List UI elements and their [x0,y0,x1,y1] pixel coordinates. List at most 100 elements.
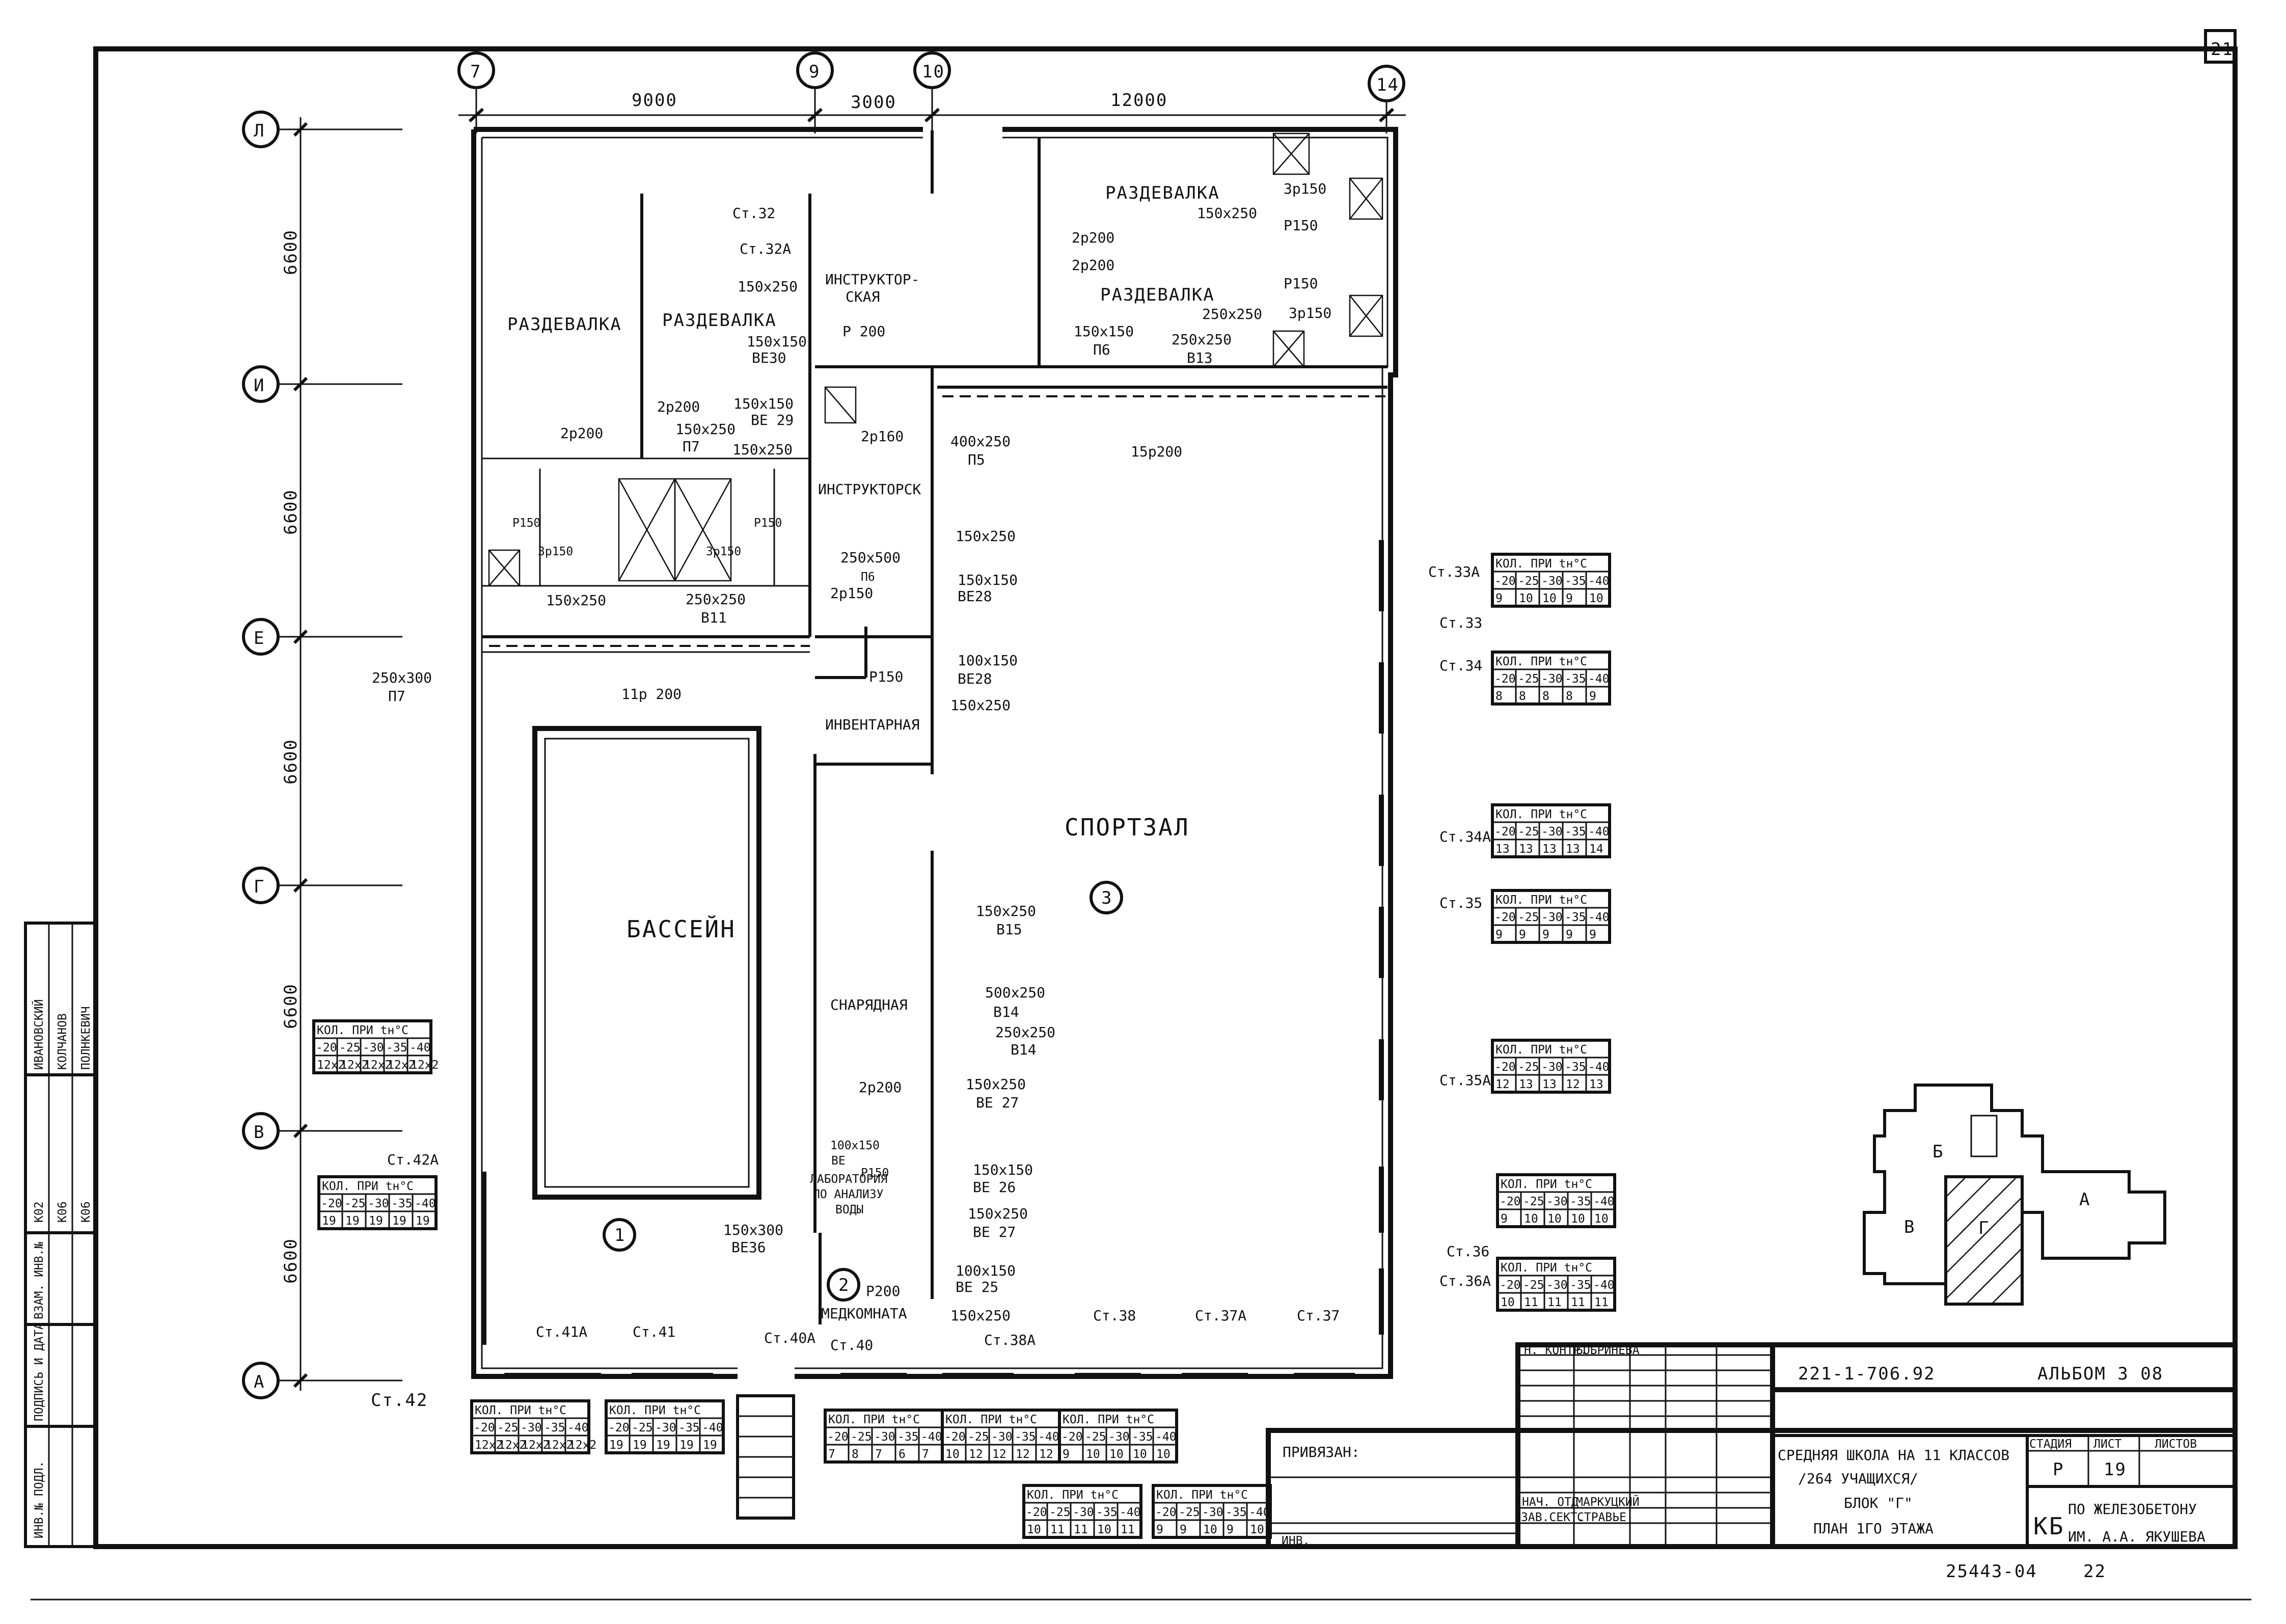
riser-st40: Ст.40 [830,1337,873,1354]
heat-table-temp: -20 [944,1430,966,1444]
heat-table-value: 12 [1495,1078,1510,1091]
riser-st33a: Ст.33А [1428,563,1480,580]
heat-table-temp: -35 [1096,1506,1118,1519]
heat-table-value: 12х2 [364,1059,392,1072]
heat-table-value: 12 [1016,1448,1030,1461]
vent-v12b: 3р150 [538,545,573,558]
room-inventory: ИНВЕНТАРНАЯ [825,716,919,733]
pool-basin [532,726,761,1200]
keyplan-A: А [2079,1189,2090,1210]
heat-table-temp: -25 [968,1430,989,1444]
dim-6600-5: 6600 [281,1238,301,1284]
room-medroom: МЕДКОМНАТА [821,1305,907,1322]
heat-table-temp: -25 [1085,1430,1106,1444]
heat-table-value: 12х2 [545,1439,573,1452]
heat-table-value: 13 [1519,843,1533,856]
heat-table-value: 12 [992,1448,1006,1461]
riser-st36: Ст.36 [1447,1243,1489,1260]
vent-v44: 100х150 [830,1139,880,1152]
heat-table-value: 10 [1203,1523,1217,1536]
vent-v8: 2р160 [861,428,904,445]
vent-v9b: П5 [968,451,985,468]
page-number: 21 [2211,39,2234,60]
riser-st40a: Ст.40А [764,1330,815,1346]
heat-table-value: 10 [1542,592,1557,605]
key-plan: Б А В Г [1863,1084,2166,1306]
vent-st32: Ст.32 [732,205,775,222]
heat-table-value: 19 [392,1214,406,1228]
stamp-r3-name: СТРАВЬЕ [1577,1511,1626,1524]
heat-table-value: 11 [1594,1296,1609,1309]
heat-table-value: 9 [1495,592,1503,605]
heat-table-temp: -25 [851,1430,872,1444]
dim-6600-4: 6600 [281,983,301,1029]
heat-table-temp: -40 [1588,825,1610,838]
heat-table-temp: -40 [1588,575,1610,588]
heat-table-temp: -35 [1132,1430,1153,1444]
vent-v49: Р200 [866,1283,900,1300]
building-walls [471,127,1398,1520]
heat-table-header: КОЛ. ПРИ tн°С [945,1413,1037,1426]
heat-table-value: 7 [828,1448,835,1461]
heat-table-header: КОЛ. ПРИ tн°С [1501,1261,1592,1275]
title-org-1: ПО ЖЕЛЕЗОБЕТОНУ [2068,1501,2197,1518]
heat-table-value: 9 [1566,928,1573,941]
axis-row-I: И [254,375,265,396]
axis-row-A: А [254,1372,265,1392]
keyplan-V: В [1904,1217,1915,1237]
vent-v17: 150х250 [546,592,606,609]
heat-table-value: 13 [1542,843,1557,856]
heat-table-value: 10 [1109,1448,1124,1461]
key-plan-hatch [1945,1176,2023,1305]
vent-v26: Р150 [1284,275,1318,292]
heat-table-temp: -35 [678,1421,700,1434]
riser-st38: Ст.38 [1093,1307,1136,1324]
stamp-r1-role: Н. КОНТР. [1524,1344,1588,1357]
room-lab-2: ПО АНАЛИЗУ [813,1188,883,1201]
room-gym: СПОРТЗАЛ [1065,814,1190,841]
heat-table-header: КОЛ. ПРИ tн°С [1495,557,1587,571]
heat-table-temp: -40 [1155,1430,1177,1444]
axis-grid: 7 9 10 14 9000 3000 12000 Л И Е Г В А [242,51,1406,1399]
riser-st42: Ст.42 [371,1390,428,1411]
heat-table-value: 11 [1547,1296,1562,1309]
heat-table-value: 10 [1524,1212,1538,1226]
heat-table-temp: -35 [1015,1430,1036,1444]
heat-table-value: 12х2 [411,1059,439,1072]
heat-table-temp: -40 [1038,1430,1059,1444]
heat-table-value: 11 [1571,1296,1585,1309]
heat-table-temp: -25 [1518,672,1539,686]
riser-st35a: Ст.35А [1439,1072,1491,1089]
vent-v51: 150х250 [950,1307,1011,1324]
vent-v41b: В14 [1011,1041,1037,1058]
heat-table: КОЛ. ПРИ tн°С-20-25-30-35-4012х212х212х2… [312,1019,439,1074]
vent-v39: 150х250 [976,903,1036,919]
riser-st37a: Ст.37А [1195,1307,1246,1324]
riser-st37: Ст.37 [1297,1307,1340,1324]
heat-table-temp: -20 [827,1430,849,1444]
vent-v46: 150х150 [973,1161,1033,1178]
heat-table-temp: -30 [1202,1506,1223,1519]
vent-v33: 150х150 [958,572,1018,588]
vent-r200: Р 200 [842,323,885,340]
keyplan-G: Г [1978,1218,1990,1238]
heat-table-temp: -25 [497,1421,519,1434]
heat-table-value: 12 [1566,1078,1580,1091]
riser-st41: Ст.41 [633,1323,675,1340]
title-doc-code: 221-1-706.92 [1798,1364,1936,1384]
heat-table-header: КОЛ. ПРИ tн°С [1027,1488,1119,1502]
heat-table-temp: -20 [1155,1506,1177,1519]
heat-table-value: 11 [1121,1523,1135,1536]
room-instructor-2: ИНСТРУКТОРСК [818,481,921,498]
title-inv: ИНВ. [1282,1534,1310,1548]
heat-table-value: 12х2 [317,1059,345,1072]
heat-table-temp: -35 [1570,1279,1591,1292]
heat-table-value: 9 [1227,1523,1234,1536]
side-inv-orig: ИНВ.№ ПОДЛ. [33,1461,46,1538]
axis-row-V: В [254,1122,265,1143]
heat-table-temp: -35 [1565,672,1586,686]
vent-v37: 100х150 [958,652,1018,669]
vent-v10: 2р200 [1072,229,1114,246]
